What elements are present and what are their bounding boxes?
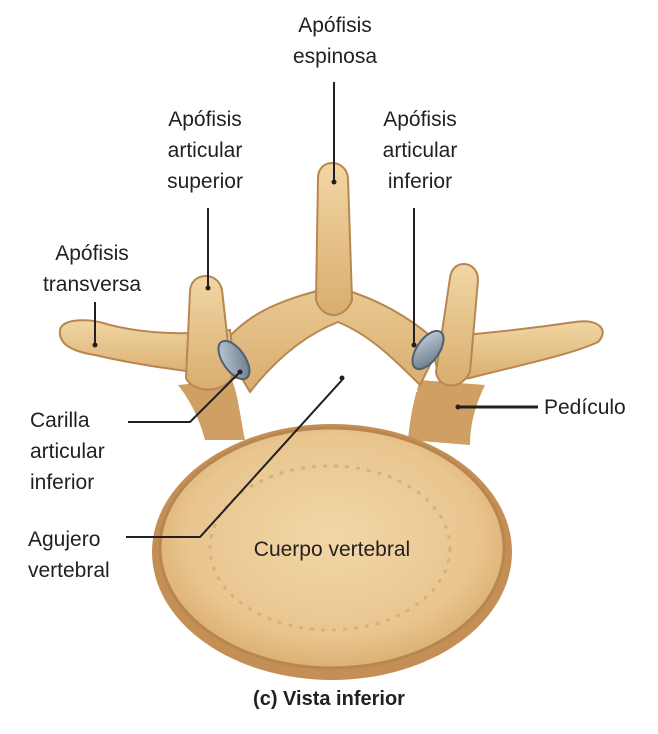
label-line: Pedículo [544, 392, 654, 423]
pedicle-right [408, 380, 485, 445]
figure-caption: (c) Vista inferior [0, 688, 658, 711]
label-line: articular [30, 436, 140, 467]
label-line: inferior [30, 467, 140, 498]
dot-transversa [93, 343, 98, 348]
label-line: Agujero [28, 524, 138, 555]
label-apofisis-transversa: Apófisis transversa [22, 238, 162, 300]
spinous-process [316, 163, 352, 315]
label-line: transversa [22, 269, 162, 300]
dot-articular-inferior [412, 343, 417, 348]
dot-spinous [332, 180, 337, 185]
label-line: espinosa [270, 41, 400, 72]
dot-carilla [238, 370, 243, 375]
label-line: inferior [355, 166, 485, 197]
label-line: superior [140, 166, 270, 197]
label-line: Carilla [30, 405, 140, 436]
label-line: Apófisis [140, 104, 270, 135]
label-line: Apófisis [270, 10, 400, 41]
label-line: Apófisis [22, 238, 162, 269]
label-line: Apófisis [355, 104, 485, 135]
label-cuerpo-vertebral: Cuerpo vertebral [222, 534, 442, 565]
label-pediculo: Pedículo [544, 392, 654, 423]
label-line: vertebral [28, 555, 138, 586]
label-carilla-articular-inferior: Carilla articular inferior [30, 405, 140, 498]
label-line: articular [140, 135, 270, 166]
label-apofisis-articular-superior: Apófisis articular superior [140, 104, 270, 197]
label-apofisis-espinosa: Apófisis espinosa [270, 10, 400, 72]
dot-agujero [340, 376, 345, 381]
dot-articular-superior [206, 286, 211, 291]
label-line: articular [355, 135, 485, 166]
superior-articular-left [186, 276, 232, 390]
label-line: Cuerpo vertebral [222, 534, 442, 565]
label-apofisis-articular-inferior: Apófisis articular inferior [355, 104, 485, 197]
dot-pediculo [456, 405, 461, 410]
label-agujero-vertebral: Agujero vertebral [28, 524, 138, 586]
